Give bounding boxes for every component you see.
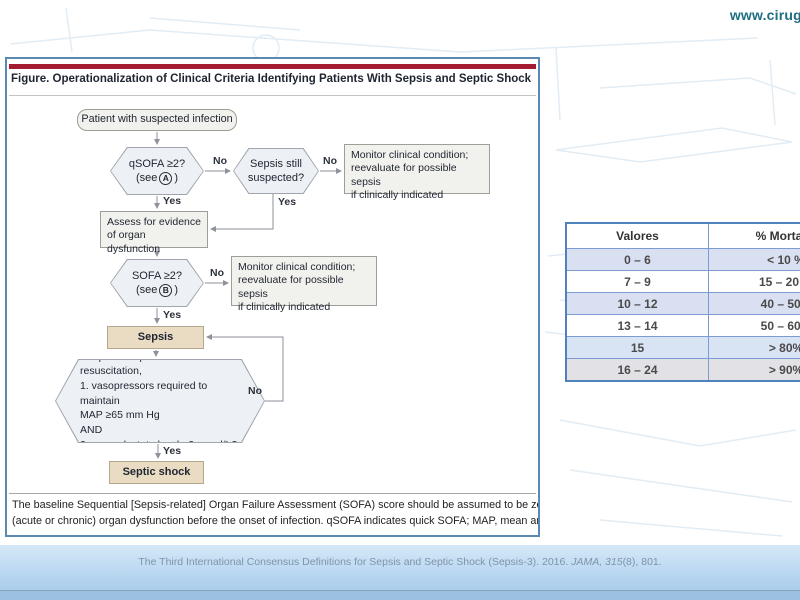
citation-journal: JAMA, 315: [571, 556, 623, 568]
sofa-question: SOFA ≥2?: [131, 269, 183, 282]
mortality-table: Valores % Mortalid 0 – 6 < 10 % 7 – 9 15…: [565, 222, 800, 382]
figure-panel: Figure. Operationalization of Clinical C…: [5, 57, 540, 537]
caption-divider: [9, 493, 536, 494]
table-cell: 10 – 12: [567, 293, 709, 314]
label-no-1: No: [213, 155, 227, 167]
citation-text: The Third International Consensus Defini…: [138, 556, 572, 568]
label-yes-3: Yes: [163, 309, 182, 321]
table-cell: 7 – 9: [567, 271, 709, 292]
label-yes-2: Yes: [278, 196, 297, 208]
citation-pages: (8), 801.: [622, 556, 662, 568]
table-cell: 15: [567, 337, 709, 358]
table-header-row: Valores % Mortalid: [567, 224, 800, 248]
figure-accent-bar: [9, 64, 536, 69]
node-monitor-clinical-2: Monitor clinical condition; reevaluate f…: [231, 256, 377, 313]
qsofa-question: qSOFA ≥2?: [128, 157, 186, 170]
node-sepsis-still-suspected: Sepsis still suspected?: [233, 148, 319, 194]
table-row: 13 – 14 50 – 60%: [567, 314, 800, 336]
node-septic-shock-criteria: Despite adequate fluid resuscitation, 1.…: [55, 359, 265, 443]
table-row: 0 – 6 < 10 %: [567, 248, 800, 270]
website-link[interactable]: www.cirugi: [729, 7, 800, 23]
table-cell: 16 – 24: [567, 359, 709, 380]
footer-band: The Third International Consensus Defini…: [0, 545, 800, 590]
label-yes-1: Yes: [163, 195, 182, 207]
node-patient-suspected-infection: Patient with suspected infection: [77, 109, 237, 131]
node-sofa-decision: SOFA ≥2? (see B ): [110, 259, 204, 307]
label-no-3: No: [210, 267, 224, 279]
footer-strip: [0, 590, 800, 600]
column-header-mortalidad: % Mortalid: [755, 229, 800, 243]
column-header-valores: Valores: [567, 224, 709, 248]
circle-a-marker: A: [159, 171, 173, 185]
figure-caption-line2: (acute or chronic) organ dysfunction bef…: [12, 515, 540, 527]
table-cell: 13 – 14: [567, 315, 709, 336]
qsofa-close-paren: ): [174, 172, 179, 184]
node-sepsis: Sepsis: [107, 326, 204, 349]
table-row: 15 > 80%: [567, 336, 800, 358]
figure-title: Figure. Operationalization of Clinical C…: [11, 73, 532, 85]
table-row: 10 – 12 40 – 50%: [567, 292, 800, 314]
title-divider: [9, 95, 536, 96]
node-septic-shock: Septic shock: [109, 461, 204, 484]
table-cell: 50 – 60%: [760, 318, 800, 333]
node-monitor-clinical-1: Monitor clinical condition; reevaluate f…: [344, 144, 490, 201]
table-row: 7 – 9 15 – 20 %: [567, 270, 800, 292]
table-cell: 40 – 50%: [760, 296, 800, 311]
figure-caption-line1: The baseline Sequential [Sepsis-related]…: [12, 499, 540, 511]
table-cell: > 80%: [768, 340, 800, 355]
label-no-2: No: [323, 155, 337, 167]
table-cell: < 10 %: [767, 252, 800, 267]
node-qsofa-decision: qSOFA ≥2? (see A ): [110, 147, 204, 195]
sofa-see-text: (see: [135, 284, 158, 296]
label-yes-4: Yes: [163, 445, 182, 457]
table-cell: 0 – 6: [567, 249, 709, 270]
circle-b-marker: B: [159, 283, 173, 297]
citation: The Third International Consensus Defini…: [0, 556, 800, 568]
node-assess-organ-dysfunction: Assess for evidence of organ dysfunction: [100, 211, 208, 255]
sofa-close-paren: ): [174, 284, 179, 296]
table-row: 16 – 24 > 90%: [567, 358, 800, 380]
table-cell: 15 – 20 %: [758, 274, 800, 289]
qsofa-see-text: (see: [135, 172, 158, 184]
table-cell: > 90%: [768, 362, 800, 377]
label-no-4: No: [248, 385, 262, 397]
